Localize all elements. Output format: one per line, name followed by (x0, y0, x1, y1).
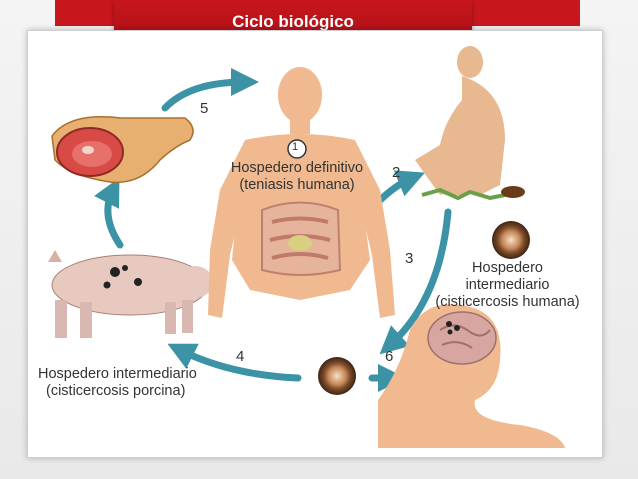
arrow-step-5 (161, 68, 259, 112)
step-number-5: 5 (200, 100, 209, 117)
human-intermediate-line3: (cisticercosis humana) (435, 294, 580, 310)
pig-icon (48, 250, 213, 338)
pig-intermediate-line2: (cisticercosis porcina) (46, 383, 186, 399)
step-number-4: 4 (236, 348, 245, 365)
definitive-host-line1: Hospedero definitivo (230, 160, 364, 176)
step-number-3: 3 (405, 250, 414, 267)
human-intermediate-line1: Hospedero (472, 260, 543, 276)
step-number-6: 6 (385, 348, 394, 365)
human-head-brain-icon (378, 304, 565, 448)
pork-meat-icon (51, 116, 194, 184)
arrow-step-4 (167, 343, 302, 382)
egg-icon-bottom (318, 357, 356, 395)
marker-step-1 (287, 139, 307, 159)
pig-intermediate-line1: Hospedero intermediario (38, 366, 197, 382)
pig-intermediate-label: Hospedero intermediario (cisticercosis p… (38, 366, 197, 400)
definitive-host-label: Hospedero definitivo (teniasis humana) (222, 160, 372, 194)
human-intermediate-line2: intermediario (465, 277, 550, 293)
step-1-number: 1 (292, 141, 299, 153)
intestine-icon (261, 201, 342, 276)
arrow-pig-to-meat (94, 177, 124, 249)
human-intermediate-label: Hospedero intermediario (cisticercosis h… (425, 260, 590, 311)
step-number-2: 2 (392, 164, 401, 181)
definitive-host-line2: (teniasis humana) (239, 177, 355, 193)
arrow-step-3 (379, 208, 452, 355)
egg-icon-top (492, 221, 530, 259)
squatting-person-icon (415, 46, 525, 201)
page-title: Ciclo biológico (232, 12, 354, 31)
